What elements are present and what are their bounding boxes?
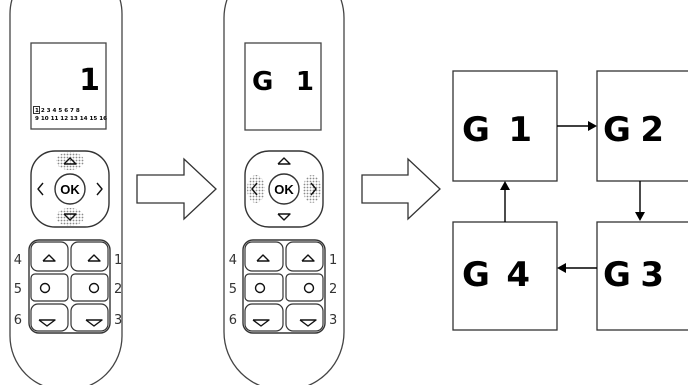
- dpad-left-arrow[interactable]: [251, 182, 258, 196]
- side-number-1: 1: [329, 253, 337, 268]
- group-letter: G: [462, 255, 490, 295]
- down-arrow-icon: [85, 319, 103, 327]
- side-number-5: 5: [14, 282, 22, 297]
- stop-icon: [303, 282, 315, 294]
- stop-icon: [254, 282, 266, 294]
- channel-row-2: 9 10 11 12 13 14 15 16: [35, 116, 107, 122]
- button-1-up[interactable]: [285, 241, 324, 272]
- side-number-4: 4: [229, 253, 237, 268]
- channel-buttons: 4 5 6 1 2 3: [229, 239, 337, 334]
- lcd-screen: [244, 42, 322, 131]
- side-number-3: 3: [114, 313, 122, 328]
- dpad-down-arrow[interactable]: [277, 213, 291, 221]
- down-arrow-icon: [299, 319, 317, 327]
- button-6-down[interactable]: [30, 303, 69, 332]
- dpad-up-highlight: [56, 152, 84, 170]
- group-letter: G: [462, 110, 490, 150]
- dpad-down-highlight: [56, 208, 84, 226]
- channel-buttons: 4 5 6 1 2 3: [14, 239, 122, 334]
- side-number-6: 6: [229, 313, 237, 328]
- button-3-down[interactable]: [70, 303, 109, 332]
- group-number-2: 2: [640, 110, 664, 150]
- dpad-left-highlight: [247, 175, 265, 203]
- group-box-2: [596, 70, 688, 182]
- side-number-5: 5: [229, 282, 237, 297]
- button-6-down[interactable]: [244, 303, 284, 332]
- ok-button[interactable]: [268, 173, 300, 205]
- side-number-2: 2: [329, 282, 337, 297]
- group-box-4: [452, 221, 558, 331]
- dpad-left-arrow[interactable]: [37, 182, 44, 196]
- up-arrow-icon: [256, 254, 270, 262]
- lcd-group-number: 1: [296, 67, 314, 97]
- lcd-screen: [30, 42, 107, 130]
- group-number-4: 4: [506, 255, 530, 295]
- lcd-group-letter: G: [252, 67, 273, 97]
- flow-arrow-1: [136, 157, 217, 221]
- flow-arrow-2: [361, 157, 441, 221]
- group-number-3: 3: [640, 255, 664, 295]
- side-number-4: 4: [14, 253, 22, 268]
- arrow-4-to-1-head: [500, 181, 510, 190]
- up-arrow-icon: [87, 254, 101, 262]
- group-cycle: G 1 G 2 G 3 G 4: [452, 70, 688, 331]
- dpad[interactable]: OK: [30, 150, 110, 228]
- down-arrow-icon: [252, 319, 270, 327]
- button-1-up[interactable]: [70, 241, 109, 272]
- dpad-up-arrow[interactable]: [277, 157, 291, 165]
- arrow-2-to-3-head: [635, 212, 645, 221]
- ok-button[interactable]: [54, 173, 86, 205]
- group-number-1: 1: [508, 110, 532, 150]
- button-4-up[interactable]: [30, 241, 69, 272]
- dpad-right-arrow[interactable]: [310, 182, 317, 196]
- lcd-channel-number: 1: [79, 63, 100, 98]
- group-box-3: [596, 221, 688, 331]
- group-letter: G: [603, 110, 631, 150]
- arrow-1-to-2-head: [588, 121, 597, 131]
- channel-row-1: 1 2 3 4 5 6 7 8: [35, 108, 80, 114]
- dpad-down-arrow[interactable]: [63, 213, 77, 221]
- ok-label: OK: [60, 182, 80, 197]
- stop-icon: [88, 282, 100, 294]
- group-letter: G: [603, 255, 631, 295]
- arrow-3-to-4-head: [557, 263, 566, 273]
- button-3-down[interactable]: [285, 303, 324, 332]
- remote-right: G 1 OK 4 5: [223, 0, 345, 385]
- dpad-up-arrow[interactable]: [63, 157, 77, 165]
- channel-highlight-box: [33, 106, 40, 114]
- side-number-2: 2: [114, 282, 122, 297]
- down-arrow-icon: [38, 319, 56, 327]
- side-number-3: 3: [329, 313, 337, 328]
- ok-label: OK: [274, 182, 294, 197]
- group-box-1: [452, 70, 558, 182]
- stop-icon: [39, 282, 51, 294]
- dpad[interactable]: OK: [244, 150, 324, 228]
- remote-left: 1 1 2 3 4 5 6 7 8 9 10 11 12 13 14 15 16…: [9, 0, 123, 385]
- up-arrow-icon: [42, 254, 56, 262]
- up-arrow-icon: [301, 254, 315, 262]
- dpad-right-highlight: [303, 175, 321, 203]
- dpad-right-arrow[interactable]: [96, 182, 103, 196]
- side-number-6: 6: [14, 313, 22, 328]
- side-number-1: 1: [114, 253, 122, 268]
